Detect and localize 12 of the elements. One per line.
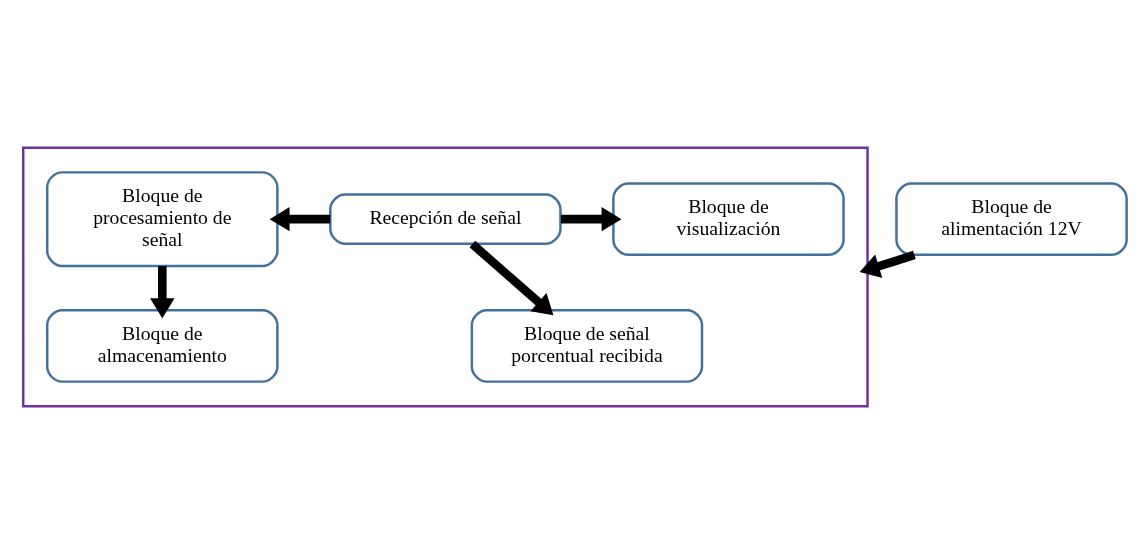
arrow <box>560 206 622 232</box>
node-box: Bloque de visualización <box>612 182 845 257</box>
node-box: Bloque de procesamiento de señal <box>46 171 279 268</box>
arrow <box>469 240 554 316</box>
node-box: Bloque de almacenamiento <box>46 309 279 383</box>
node-box: Recepción de señal <box>329 193 562 245</box>
arrow <box>269 206 331 232</box>
node-box: Bloque de señal porcentual recibida <box>470 309 704 383</box>
arrow <box>150 265 175 319</box>
cluster <box>22 146 869 408</box>
arrow <box>859 250 916 278</box>
node-box: Bloque de alimentación 12V <box>895 182 1128 257</box>
